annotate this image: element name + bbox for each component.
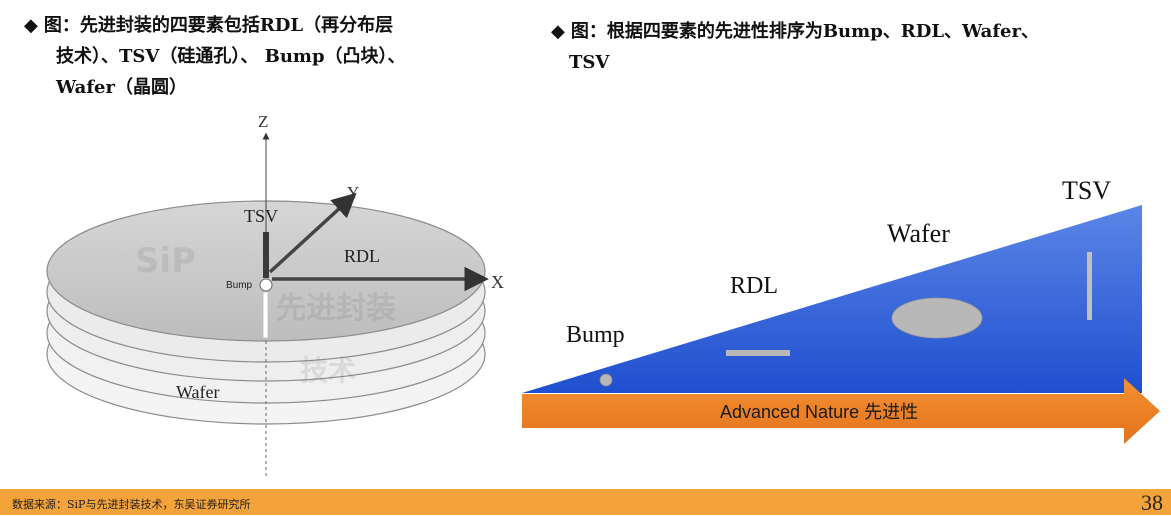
advanced-nature-label: Advanced Nature 先进性 bbox=[720, 402, 918, 422]
y-axis-label: Y bbox=[347, 183, 359, 202]
y-axis-arrow bbox=[268, 192, 357, 274]
right-figure-caption: ◆图：根据四要素的先进性排序为Bump、RDL、Wafer、 TSV bbox=[551, 16, 1161, 78]
wafer-label-right: Wafer bbox=[887, 219, 950, 248]
bump-label: Bump bbox=[226, 280, 253, 291]
diamond-bullet-icon: ◆ bbox=[24, 15, 38, 36]
bump-circle bbox=[259, 278, 273, 292]
wafer-ellipse bbox=[891, 297, 983, 339]
bump-label-right: Bump bbox=[566, 322, 625, 348]
left-caption-line-3: Wafer（晶圆） bbox=[56, 77, 187, 98]
watermark-advanced-packaging: 先进封装 bbox=[276, 291, 396, 326]
right-caption-line-1: 图：根据四要素的先进性排序为Bump、RDL、Wafer、 bbox=[570, 21, 1039, 42]
bump-via-hint bbox=[262, 291, 269, 339]
wafer-label: Wafer bbox=[176, 382, 220, 402]
tsv-vertical-bar bbox=[1087, 252, 1092, 320]
watermark-tech: 技术 bbox=[300, 354, 356, 387]
x-axis-label: X bbox=[491, 272, 504, 292]
left-caption-line-1: 图：先进封装的四要素包括RDL（再分布层 bbox=[43, 15, 394, 36]
rdl-label-right: RDL bbox=[730, 273, 778, 299]
rdl-bar bbox=[726, 350, 790, 356]
advanced-nature-arrow bbox=[522, 378, 1160, 444]
page-number: 38 bbox=[1141, 490, 1163, 515]
left-caption-line-2: 技术）、TSV（硅通孔）、 Bump（凸块）、 bbox=[56, 46, 406, 67]
footer-bar: 数据来源：SiP与先进封装技术，东吴证券研究所 38 bbox=[0, 489, 1171, 515]
watermark-sip: SiP bbox=[135, 241, 196, 281]
rdl-label: RDL bbox=[344, 246, 380, 266]
bump-dot bbox=[599, 373, 613, 387]
z-axis-label: Z bbox=[258, 112, 268, 131]
left-figure-caption: ◆图：先进封装的四要素包括RDL（再分布层 技术）、TSV（硅通孔）、 Bump… bbox=[24, 10, 514, 103]
tsv-label-right: TSV bbox=[1062, 176, 1111, 205]
diamond-bullet-icon: ◆ bbox=[551, 21, 565, 42]
source-note: 数据来源：SiP与先进封装技术，东吴证券研究所 bbox=[12, 498, 251, 511]
tsv-label: TSV bbox=[244, 206, 278, 226]
tsv-bar bbox=[263, 232, 269, 278]
advancement-wedge bbox=[522, 205, 1142, 393]
right-caption-line-2: TSV bbox=[569, 52, 610, 73]
